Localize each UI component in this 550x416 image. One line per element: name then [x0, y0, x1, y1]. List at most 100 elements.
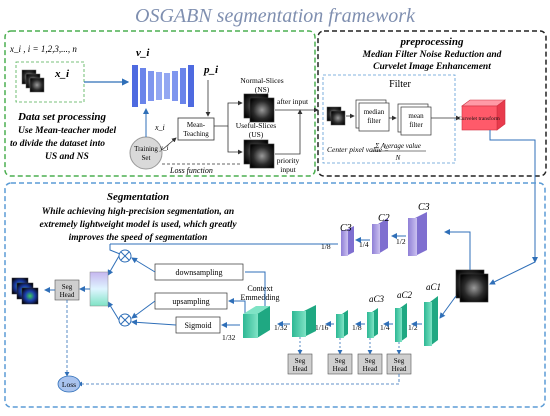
median-label-2: filter — [367, 117, 381, 125]
filter-box — [322, 74, 456, 164]
seg-head-2-l2: Head — [333, 365, 348, 373]
dataset-desc-line-3: US and NS — [45, 152, 89, 162]
ratio-1-32-a: 1/32 — [274, 323, 288, 332]
mean-filter-box — [397, 103, 432, 136]
xi-small-label: x_i — [154, 123, 165, 132]
median-label-1: median — [364, 108, 385, 116]
curvelet-transform-block — [461, 99, 506, 131]
formula-denominator: N — [395, 154, 401, 162]
filter-input-images — [326, 106, 346, 126]
arrow-curvelet-down — [489, 130, 538, 263]
arrow-context-to-up — [228, 298, 246, 318]
training-set-label-2: Set — [142, 154, 151, 162]
block-ac1 — [424, 296, 438, 346]
arrow-teaching-to-normal — [214, 100, 243, 127]
useful-slices-label-1: Useful-Slices — [236, 121, 276, 130]
c1-top-label: C3 — [418, 202, 430, 213]
loss-node — [57, 375, 81, 393]
arrow-input-to-top-branch — [444, 229, 471, 270]
c2-top-label: C2 — [378, 213, 390, 224]
final-seg-head-1: Seg — [62, 283, 73, 291]
seg-head-1-l1: Seg — [295, 357, 306, 365]
mean-teaching-box — [177, 117, 215, 141]
page-title: OSGABN segmentation framework — [135, 5, 416, 27]
priority-input-label-1: priority — [277, 156, 300, 165]
training-set-node — [129, 136, 163, 170]
ratio-1-2-top: 1/2 — [396, 237, 406, 246]
seg-desc-line-1: While achieving high-precision segmentat… — [42, 207, 234, 217]
xi-label: x_i — [54, 68, 70, 80]
dataset-panel — [4, 30, 316, 177]
block-c3-top — [341, 226, 354, 256]
arrow-downsampling-to-mult — [131, 257, 156, 273]
loss-collect-line — [77, 374, 400, 387]
mean-teaching-label-2: Teaching — [183, 130, 209, 138]
seg-head-3-l2: Head — [363, 365, 378, 373]
mult-bottom-to-head — [107, 301, 120, 321]
ratio-1-8-top: 1/8 — [321, 242, 331, 251]
vi-label: v_i — [136, 47, 150, 59]
context-label-2: Emmedding — [240, 293, 279, 302]
loss-label: Loss — [62, 380, 76, 389]
aux-seg-heads — [297, 337, 402, 355]
segmentation-heading: Segmentation — [107, 191, 169, 203]
pi-label: p_i — [203, 64, 219, 76]
ac2-label: aC2 — [397, 290, 413, 300]
seg-head-3-l1: Seg — [365, 357, 376, 365]
mean-label-1: mean — [408, 112, 424, 120]
preprocessing-panel — [317, 30, 547, 177]
arrow-upsampling-to-mult — [131, 300, 156, 319]
input-image-stack — [21, 69, 45, 93]
ratio-1-8-bottom: 1/8 — [352, 323, 362, 332]
upsampling-label: upsampling — [172, 297, 209, 306]
ratio-1-32-b: 1/32 — [222, 333, 236, 342]
segmentation-panel — [4, 182, 546, 408]
sigmoid-label: Sigmoid — [184, 321, 211, 330]
block-c2-top — [372, 218, 388, 254]
dataset-desc-line-1: Use Mean-teacher model — [18, 126, 117, 136]
curvelet-label: Curvelet transform — [458, 115, 500, 122]
seg-head-2-l1: Seg — [335, 357, 346, 365]
block-c1-top — [408, 212, 427, 256]
arrow-input-to-ac1 — [439, 295, 457, 319]
context-embedding-block — [243, 306, 270, 338]
downsampling-label: downsampling — [175, 268, 222, 277]
c3-top-label: C3 — [340, 223, 352, 234]
mean-label-2: filter — [409, 121, 423, 129]
preprocessing-sub-2: Curvelet Image Enhancement — [373, 62, 491, 72]
seg-head-4-l2: Head — [392, 365, 407, 373]
ratio-1-4-top: 1/4 — [359, 240, 369, 249]
block-teal-1-32 — [292, 305, 316, 337]
arrow-context-to-down — [245, 271, 266, 314]
training-set-label-1: Training — [134, 145, 158, 153]
seg-desc-line-2: extremely lightweight model is used, whi… — [39, 220, 237, 230]
seg-head-1-l2: Head — [293, 365, 308, 373]
normal-slices-images — [243, 93, 275, 123]
ac1-label: aC1 — [426, 282, 441, 292]
ratio-1-2-bottom: 1/2 — [408, 323, 418, 332]
context-label-1: Context — [247, 284, 273, 293]
fusion-head-block — [89, 271, 109, 307]
mean-teaching-label-1: Mean- — [187, 121, 206, 129]
median-filter-box — [355, 99, 390, 132]
normal-slices-label-1: Normal-Slices — [240, 76, 283, 85]
filter-label: Filter — [389, 79, 411, 90]
arrow-useful-out — [275, 109, 303, 155]
arrow-sigmoid-to-mult — [131, 319, 177, 326]
seg-head-3 — [357, 353, 383, 375]
seg-head-1 — [287, 353, 313, 375]
dataset-desc-line-2: to divide the dataset into — [10, 139, 105, 149]
vi-network-blocks — [132, 65, 194, 107]
multiply-node-bottom — [118, 313, 132, 327]
ratio-1-16: 1/16 — [315, 323, 329, 332]
normal-slices-label-2: (NS) — [255, 85, 270, 94]
seg-desc-line-3: improves the speed of segmentation — [69, 233, 208, 243]
priority-input-label-2: input — [280, 165, 296, 174]
segmentation-input-image — [455, 269, 489, 303]
after-input-label: after input — [277, 97, 309, 106]
arrow-teaching-to-useful — [227, 126, 243, 155]
useful-slices-images — [243, 139, 275, 169]
sequence-label: x_i , i = 1,2,3,..., n — [9, 44, 77, 54]
seg-head-4-l1: Seg — [394, 357, 405, 365]
